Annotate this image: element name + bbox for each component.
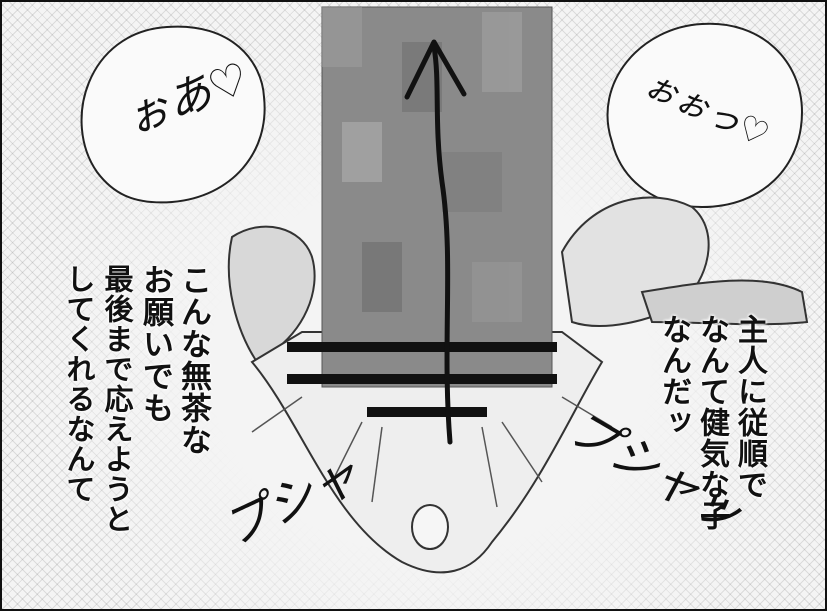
- left-narration-col-4: してくれるなんて: [62, 264, 96, 504]
- lower-body: [250, 331, 604, 574]
- left-speech-bubble: [80, 25, 266, 204]
- left-narration-col-2: お願いでも: [137, 264, 173, 424]
- censor-bar-3: [367, 407, 487, 417]
- left-narration-col-3: 最後まで応えようと: [100, 264, 134, 534]
- censor-bar-1: [287, 342, 557, 352]
- censor-bar-2: [287, 374, 557, 384]
- right-narration-col-3: なんだッ: [656, 314, 691, 438]
- left-figure: [227, 225, 316, 364]
- motion-lines: [251, 396, 613, 508]
- right-arm: [640, 279, 809, 326]
- navel: [411, 504, 449, 550]
- right-narration-col-2: なんて健気な子: [694, 314, 729, 531]
- up-arrow: [431, 44, 453, 445]
- right-narration-col-1: 主人に従順で: [732, 314, 767, 500]
- mosaic-cells: [322, 7, 522, 322]
- left-narration-col-1: こんな無茶な: [175, 264, 211, 456]
